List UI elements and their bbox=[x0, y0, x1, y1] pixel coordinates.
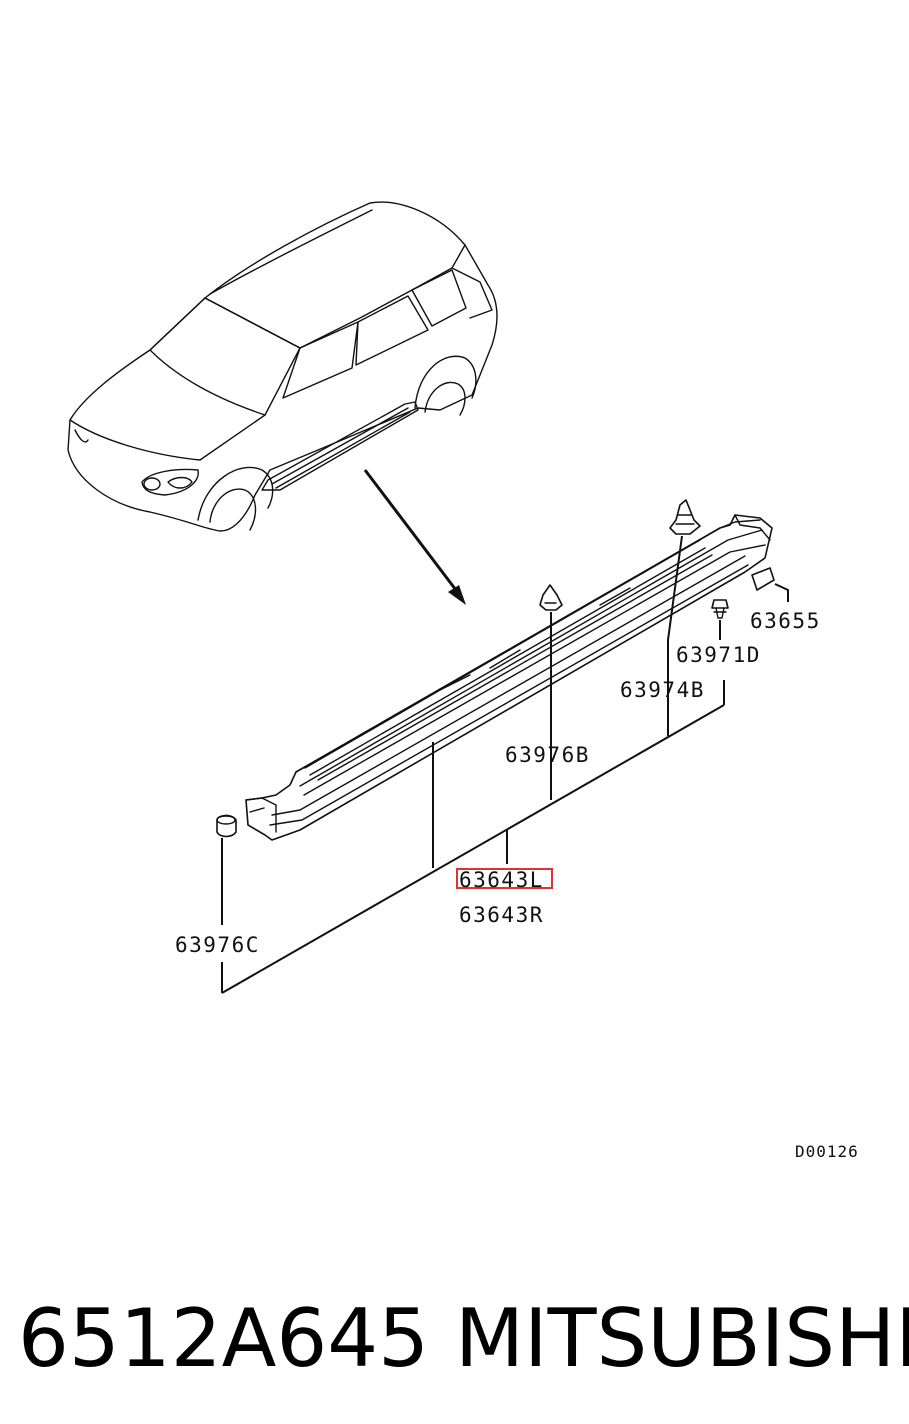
label-63976B: 63976B bbox=[505, 743, 590, 767]
label-63976C: 63976C bbox=[175, 933, 260, 957]
label-63971D: 63971D bbox=[676, 643, 761, 667]
part-number: 6512A645 bbox=[18, 1292, 429, 1385]
screw-63971D-icon bbox=[711, 599, 729, 619]
drawing-code: D00126 bbox=[795, 1142, 859, 1161]
label-63974B: 63974B bbox=[620, 678, 705, 702]
label-63643L: 63643L bbox=[459, 868, 544, 892]
clip-63974B-icon bbox=[669, 499, 701, 535]
brand-name: MITSUBISHI bbox=[455, 1292, 909, 1385]
label-63655: 63655 bbox=[750, 609, 821, 633]
highlight-box bbox=[456, 868, 553, 889]
pointer-arrow bbox=[363, 469, 466, 605]
clip-63976C-icon bbox=[216, 814, 237, 838]
clip-63976B-icon bbox=[539, 584, 563, 611]
label-63643R: 63643R bbox=[459, 903, 544, 927]
leader-lines bbox=[221, 535, 789, 994]
side-step-part bbox=[245, 514, 773, 841]
pad-63655-icon bbox=[751, 567, 775, 591]
vehicle-illustration bbox=[67, 201, 498, 532]
